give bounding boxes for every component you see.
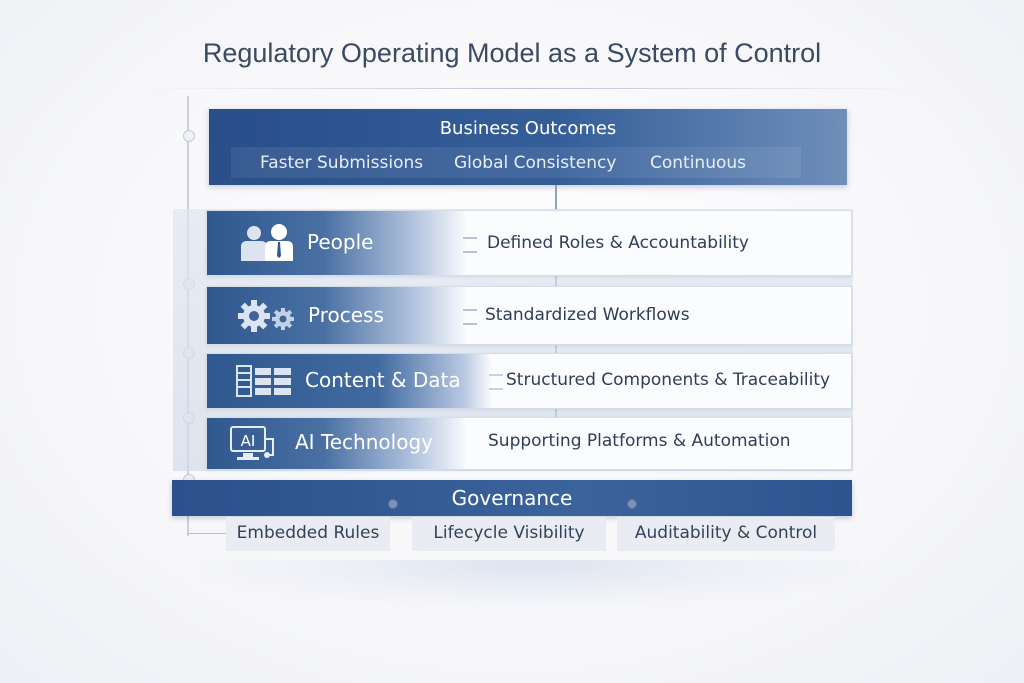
layer-description: Structured Components & Traceability — [506, 370, 831, 390]
layer-label: AI Technology — [295, 430, 433, 454]
ai-monitor-icon: AI — [230, 426, 274, 460]
outcomes-subband — [231, 147, 801, 178]
spine-node — [183, 130, 195, 142]
governance-leader-line — [188, 533, 228, 534]
layer-tick — [489, 374, 503, 390]
layer-tick — [463, 309, 477, 325]
layer-content-data: Content & Data Structured Components & T… — [206, 353, 852, 409]
floor-reflection — [200, 560, 860, 610]
outcome-item: Continuous — [650, 153, 747, 173]
governance-heading: Governance — [451, 486, 573, 510]
layer-label: People — [307, 230, 374, 254]
outcome-item: Global Consistency — [454, 153, 617, 173]
business-outcomes-panel: Business Outcomes Faster Submissions Glo… — [209, 109, 847, 185]
layer-people: People Defined Roles & Accountability — [206, 210, 852, 276]
outcome-item: Faster Submissions — [260, 153, 424, 173]
governance-pin — [627, 499, 637, 509]
governance-item: Lifecycle Visibility — [412, 517, 606, 551]
layer-process: Process Standardized Workflows — [206, 286, 852, 345]
title-divider — [140, 88, 920, 89]
governance-bar: Governance — [172, 480, 852, 516]
layer-label: Process — [308, 303, 384, 327]
layer-description: Supporting Platforms & Automation — [488, 431, 791, 451]
people-icon — [241, 224, 293, 261]
governance-pin — [388, 499, 398, 509]
page-title: Regulatory Operating Model as a System o… — [202, 38, 822, 68]
data-grid-icon — [236, 365, 291, 397]
connector-line — [555, 185, 557, 210]
layer-description: Defined Roles & Accountability — [487, 233, 749, 253]
business-outcomes-heading: Business Outcomes — [439, 118, 617, 139]
ai-icon-text: AI — [241, 432, 256, 450]
layer-ai-technology: AI AI Technology Supporting Platforms & … — [206, 417, 852, 470]
layer-band — [207, 354, 492, 408]
governance-item: Auditability & Control — [617, 517, 835, 551]
layer-tick — [463, 237, 477, 253]
gears-icon — [238, 300, 294, 332]
governance-item: Embedded Rules — [226, 517, 390, 551]
layer-description: Standardized Workflows — [485, 305, 690, 325]
layer-label: Content & Data — [305, 368, 461, 392]
